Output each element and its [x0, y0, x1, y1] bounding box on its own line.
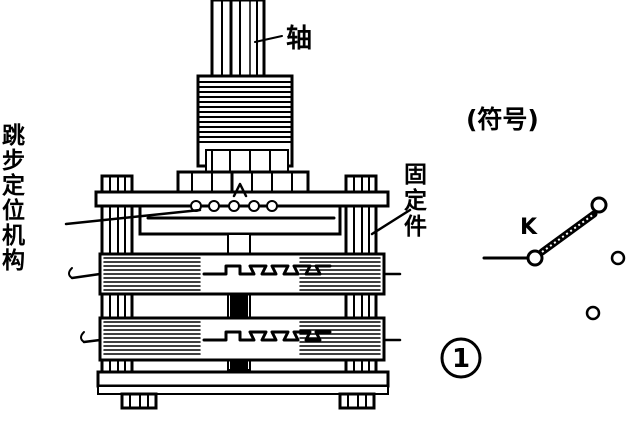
- detent-label-char: 跳: [2, 122, 25, 149]
- detent-label-char: 机: [2, 223, 25, 249]
- detent-label-char: 构: [2, 247, 25, 274]
- contact-icon: [590, 196, 608, 214]
- switch-symbol: K: [482, 196, 626, 321]
- wafer-deck-lower: [80, 316, 402, 362]
- detent-mechanism-label: 跳 步 定 位 机 构: [2, 122, 25, 274]
- shaft-leader-line: [254, 35, 283, 43]
- fixing-label-char: 定: [404, 187, 427, 214]
- wafer-deck-upper: [68, 252, 402, 296]
- switch-k-label: K: [520, 215, 538, 240]
- threaded-bushing: [196, 74, 294, 173]
- detent-leader-line: [64, 208, 202, 226]
- contact-icon: [610, 250, 626, 266]
- fixing-part-label: 固 定 件: [404, 162, 427, 240]
- fixing-label-char: 固: [404, 162, 427, 188]
- shaft-label: 轴: [286, 24, 312, 54]
- pivot-contact-icon: [526, 249, 544, 267]
- fixing-part-leader-line: [370, 208, 412, 236]
- base-plate: [96, 370, 390, 410]
- fixing-label-char: 件: [404, 214, 427, 240]
- figure-number: 1: [452, 344, 470, 374]
- spindle-block-upper: [230, 288, 248, 320]
- symbol-label: (符号): [466, 105, 539, 134]
- detent-label-char: 定: [2, 172, 25, 199]
- figure-number-badge: 1: [440, 337, 482, 379]
- switch-arm: [538, 210, 598, 256]
- circled-number-icon: [440, 337, 482, 379]
- detent-label-char: 位: [2, 197, 25, 224]
- detent-label-char: 步: [2, 148, 25, 174]
- detent-mechanism: [94, 182, 390, 236]
- contact-icon: [585, 305, 601, 321]
